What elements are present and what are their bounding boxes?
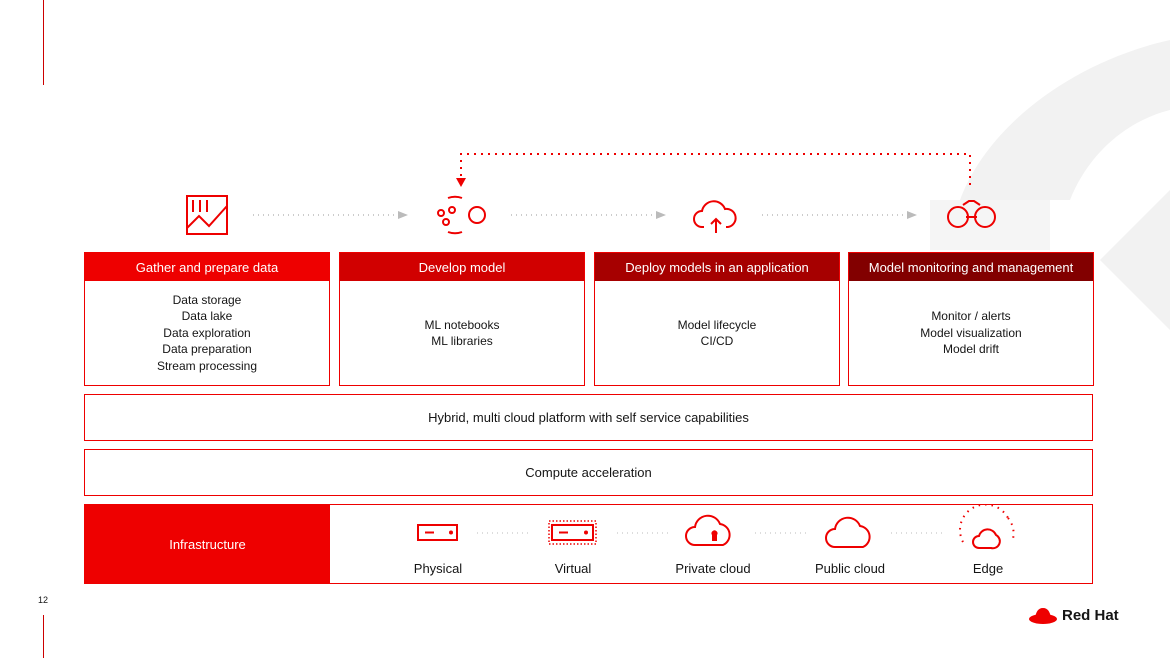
- public-cloud-icon: [825, 516, 871, 548]
- stage-card: Develop model ML notebooks ML libraries: [339, 252, 585, 386]
- stage-title: Model monitoring and management: [849, 253, 1093, 281]
- stage-title: Gather and prepare data: [85, 253, 329, 281]
- infrastructure-item: Public cloud: [790, 555, 910, 576]
- feedback-arrow-icon: [456, 178, 466, 187]
- platform-bar: Hybrid, multi cloud platform with self s…: [84, 394, 1093, 441]
- stage-item: Model visualization: [920, 325, 1022, 340]
- infrastructure-item-label: Private cloud: [675, 561, 751, 576]
- divider-top: [43, 0, 44, 85]
- compute-bar: Compute acceleration: [84, 449, 1093, 496]
- infrastructure-row: Infrastructure Physical Virtual Private cl…: [84, 504, 1093, 584]
- stage-item: ML notebooks: [424, 317, 500, 332]
- stage-title: Deploy models in an application: [595, 253, 839, 281]
- infrastructure-item: Physical: [378, 555, 498, 576]
- stage-item: CI/CD: [700, 334, 734, 348]
- stage-item: Model drift: [942, 342, 1000, 357]
- stage-title: Develop model: [340, 253, 584, 281]
- edge-cloud-icon: [959, 505, 1015, 550]
- binoculars-icon: [947, 200, 996, 228]
- stage-item: Data lake: [181, 309, 233, 324]
- stage-items: ML notebooks ML libraries: [340, 281, 584, 385]
- stage-item: Data storage: [172, 292, 242, 307]
- page-number: 12: [38, 595, 49, 605]
- virtual-server-icon: [548, 520, 597, 545]
- infrastructure-item-label: Virtual: [554, 561, 592, 576]
- infrastructure-label: Infrastructure: [85, 505, 330, 583]
- stage-item: ML libraries: [431, 334, 493, 348]
- stage-item: Monitor / alerts: [931, 309, 1011, 324]
- feedback-loop-line: [460, 153, 971, 185]
- lock-icon: [711, 530, 718, 541]
- private-cloud-icon: [685, 514, 731, 546]
- server-icon: [417, 524, 458, 541]
- infrastructure-item: Virtual: [513, 555, 633, 576]
- stage-item: Stream processing: [156, 358, 258, 373]
- cloud-upload-icon: [693, 200, 737, 233]
- infrastructure-item-label: Edge: [972, 561, 1004, 576]
- infrastructure-item: Private cloud: [653, 555, 773, 576]
- flow-icons: [186, 153, 996, 235]
- red-hat-logo: Red Hat: [1028, 604, 1119, 626]
- stage-item: Data exploration: [163, 325, 251, 340]
- infrastructure-item-label: Public cloud: [814, 561, 886, 576]
- stage-item: Data preparation: [162, 342, 252, 357]
- stage-item: Model lifecycle: [677, 317, 757, 332]
- chart-data-icon: [186, 195, 228, 235]
- model-gears-icon: [437, 195, 486, 235]
- infrastructure-item-label: Physical: [413, 561, 463, 576]
- divider-bottom: [43, 615, 44, 658]
- infrastructure-item: Edge: [928, 555, 1048, 576]
- red-hat-icon: [1029, 608, 1057, 624]
